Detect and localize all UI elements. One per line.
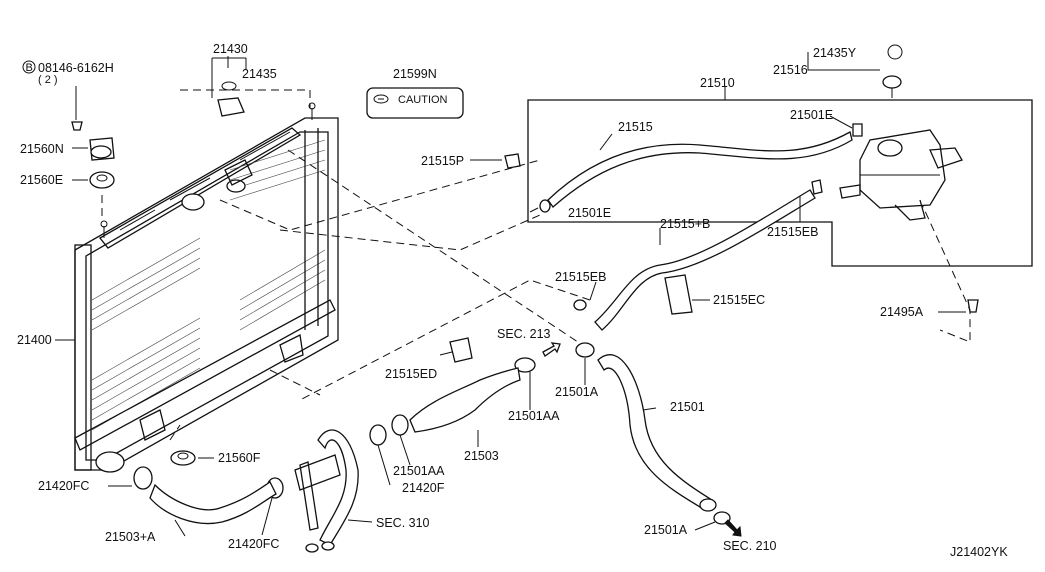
label-21560E: 21560E xyxy=(20,173,63,187)
caution-label-21599N: CAUTION xyxy=(366,87,464,119)
label-sec213: SEC. 213 xyxy=(497,327,551,341)
label-21515P: 21515P xyxy=(421,154,464,168)
label-21515EB-right: 21515EB xyxy=(767,225,818,239)
hose-21515B xyxy=(594,189,816,331)
label-sec210: SEC. 210 xyxy=(723,539,777,553)
reservoir-group-box xyxy=(527,86,1033,267)
sec310-pipe xyxy=(294,429,373,553)
clip-21515ED xyxy=(449,337,473,363)
label-21501AA-low: 21501AA xyxy=(393,464,445,478)
label-21516: 21516 xyxy=(773,63,808,77)
leader-lines xyxy=(55,56,853,447)
label-21495A: 21495A xyxy=(880,305,924,319)
label-21420F: 21420F xyxy=(402,481,445,495)
dashed-guide-lines xyxy=(101,89,971,441)
label-21501A-mid: 21501A xyxy=(555,385,599,399)
label-21515ED: 21515ED xyxy=(385,367,437,381)
label-21435: 21435 xyxy=(242,67,277,81)
bolt-21495A xyxy=(938,299,979,313)
sec210-arrow xyxy=(724,519,742,537)
bolt-part-number: 08146-6162H xyxy=(38,61,114,75)
label-21503A: 21503+A xyxy=(105,530,156,544)
label-21430: 21430 xyxy=(213,42,248,56)
label-21510: 21510 xyxy=(700,76,735,90)
label-21501AA-mid: 21501AA xyxy=(508,409,560,423)
label-21501: 21501 xyxy=(670,400,705,414)
part-labels: 21430 21435 21599N 21510 21516 21435Y 21… xyxy=(17,42,1008,559)
reservoir-tank xyxy=(839,129,963,221)
clamp-21515EB-mid xyxy=(573,299,587,311)
hose-21503 xyxy=(409,367,521,433)
radiator-21400 xyxy=(74,102,339,473)
label-21420FC-left: 21420FC xyxy=(38,479,89,493)
sec213-arrow xyxy=(542,342,561,357)
reservoir-cap-21516 xyxy=(807,44,903,98)
label-21435Y: 21435Y xyxy=(813,46,857,60)
clamp-21501A-mid xyxy=(575,342,595,385)
label-sec310: SEC. 310 xyxy=(376,516,430,530)
clamp-21420FC-left xyxy=(108,466,153,490)
hose-21503A xyxy=(149,481,277,537)
clip-21515EC xyxy=(664,274,710,315)
label-21599N: 21599N xyxy=(393,67,437,81)
clamp-21515EB-right xyxy=(799,179,823,222)
clamp-21501AA-mid xyxy=(514,357,536,410)
label-21420FC-low: 21420FC xyxy=(228,537,279,551)
label-21515EB-mid: 21515EB xyxy=(555,270,606,284)
mount-bushing-21560E xyxy=(72,171,115,189)
hose-21501 xyxy=(597,354,717,512)
label-21515B: 21515+B xyxy=(660,217,710,231)
hose-21515 xyxy=(547,131,853,208)
caution-text: CAUTION xyxy=(398,94,448,106)
clamp-21501E-upper xyxy=(852,123,863,137)
label-21400: 21400 xyxy=(17,333,52,347)
clip-21515P xyxy=(470,153,521,169)
label-21515EC: 21515EC xyxy=(713,293,765,307)
bolt-quantity: ( 2 ) xyxy=(38,74,58,86)
label-21560N: 21560N xyxy=(20,142,64,156)
diagram-code: J21402YK xyxy=(950,545,1008,559)
clamp-21501A-low xyxy=(694,511,731,531)
label-21503: 21503 xyxy=(464,449,499,463)
filler-cap-21430 xyxy=(211,57,247,117)
bolt-circle-letter: B xyxy=(26,62,33,74)
label-21501E: 21501E xyxy=(568,206,611,220)
clamps-21501AA-low xyxy=(369,414,411,486)
label-21560F: 21560F xyxy=(218,451,261,465)
clamp-21501E-lower xyxy=(539,199,551,213)
label-21515: 21515 xyxy=(618,120,653,134)
label-21501E-top: 21501E xyxy=(790,108,833,122)
label-21501A-low: 21501A xyxy=(644,523,688,537)
bolt-08146: B 08146-6162H ( 2 ) xyxy=(22,60,114,131)
mount-bushing-21560N xyxy=(72,137,115,161)
drain-plug-21560F xyxy=(170,450,214,466)
